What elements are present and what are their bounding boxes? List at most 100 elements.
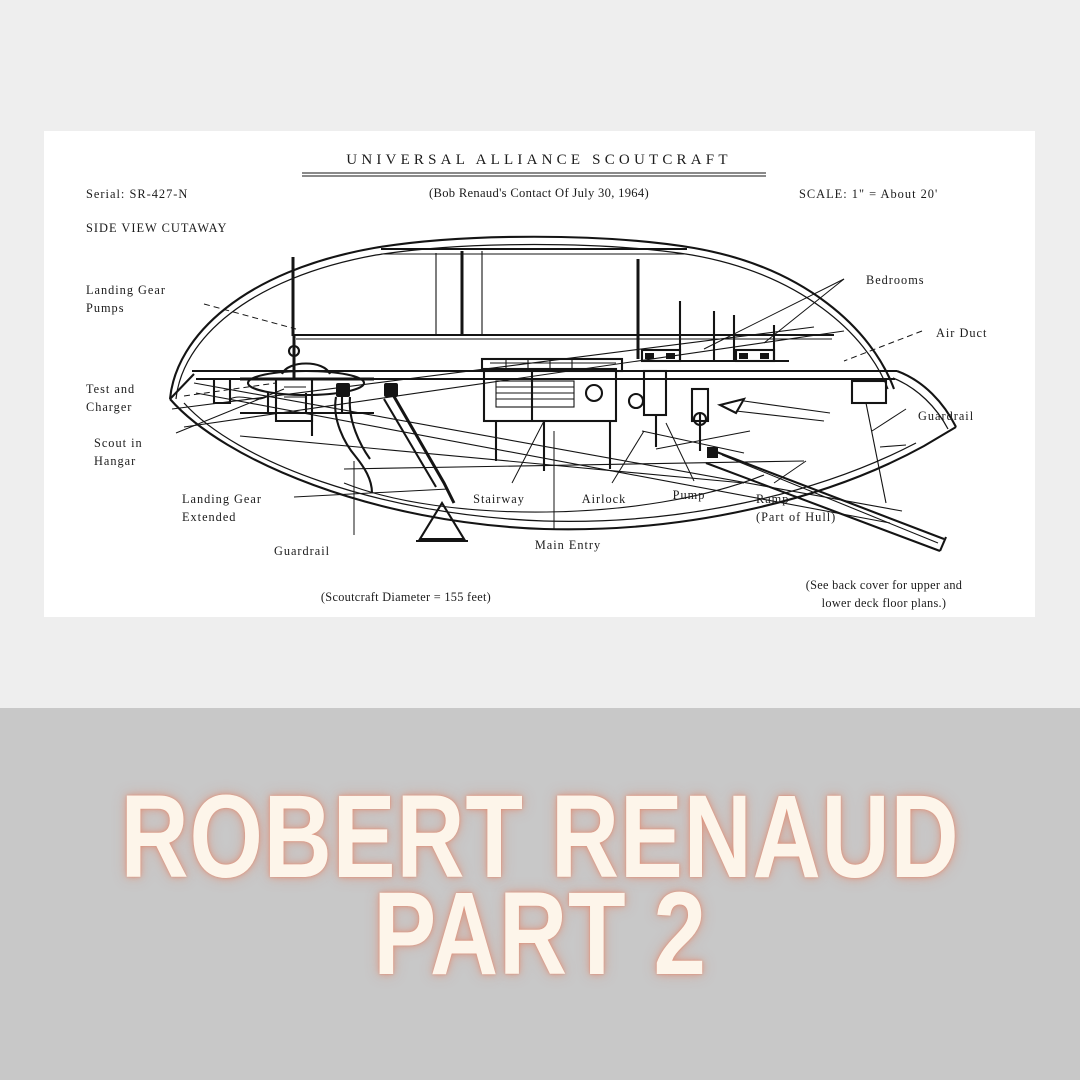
label-pump: Pump: [673, 488, 706, 502]
leader-landing-gear-extended: [293, 488, 449, 498]
title-line-2: PART 2: [373, 867, 707, 1000]
pump-body: [642, 369, 668, 417]
bed-1: [640, 348, 682, 363]
gear-strut-outer: [390, 392, 456, 504]
bed-2-pillow: [739, 353, 748, 359]
lower-background-band: [0, 708, 1080, 1080]
label-air-duct: Air Duct: [936, 326, 987, 340]
airlock-cap: [480, 357, 624, 373]
leader-test-charger: [183, 382, 277, 397]
perspective-line-a: [193, 382, 903, 512]
diagram-scale: SCALE: 1" = About 20': [799, 187, 938, 201]
label-main-entry: Main Entry: [535, 538, 601, 552]
label-landing-gear-extended-line1: Landing Gear: [182, 492, 262, 506]
label-landing-gear-extended-line2: Extended: [182, 510, 236, 524]
leader-guardrail-right: [871, 408, 907, 432]
gear-linkage-b: [348, 396, 371, 460]
guardrail-post-right: [865, 402, 887, 504]
label-airlock: Airlock: [582, 492, 627, 506]
leader-air-duct: [843, 330, 923, 362]
dome-inner-contour: [175, 243, 889, 400]
main-entry-airlock: [480, 357, 645, 471]
leader-lines: [175, 278, 923, 535]
title-line-1: ROBERT RENAUD: [120, 771, 960, 903]
label-landing-gear-pumps-line2: Pumps: [86, 301, 125, 315]
hull-bottom-arc-detail: [343, 474, 765, 513]
leader-bedrooms-b: [703, 278, 845, 350]
ramp-assembly: [705, 447, 947, 552]
label-test-and-charger-line2: Charger: [86, 400, 132, 414]
leader-scout-hangar: [175, 388, 285, 434]
bed-2-pillow-b: [760, 353, 769, 359]
test-and-charger-unit: [212, 379, 232, 405]
charger-conduit: [229, 396, 267, 400]
label-guardrail-bottom: Guardrail: [274, 544, 330, 558]
landing-gear-pump-assembly: [274, 336, 398, 494]
guardrail-rail-a: [735, 410, 825, 422]
leader-airlock: [611, 430, 645, 484]
guardrail-bracket: [716, 397, 747, 415]
lower-hull-inner: [183, 402, 917, 522]
perspective-line-d: [183, 330, 845, 428]
gear-foot-pad: [418, 500, 466, 541]
air-duct-box: [850, 379, 888, 405]
scoutcraft-diagram-panel: UNIVERSAL ALLIANCE SCOUTCRAFT (Bob Renau…: [44, 131, 1035, 617]
label-landing-gear-pumps-line1: Landing Gear: [86, 283, 166, 297]
label-scout-in-hangar-line1: Scout in: [94, 436, 143, 450]
bed-1-pillow: [645, 353, 654, 359]
title-card: ROBERT RENAUD PART 2: [0, 771, 1080, 1000]
label-test-and-charger-line1: Test and: [86, 382, 135, 396]
label-bedrooms: Bedrooms: [866, 273, 925, 287]
dome-outer-contour: [168, 235, 895, 400]
scout-saucer-dome: [281, 362, 331, 375]
diagram-title: UNIVERSAL ALLIANCE SCOUTCRAFT: [346, 152, 731, 168]
label-stairway: Stairway: [473, 492, 525, 506]
leader-pump: [665, 422, 695, 482]
label-guardrail-right: Guardrail: [918, 409, 974, 423]
label-scout-in-hangar-line2: Hangar: [94, 454, 136, 468]
diagram-view-mode: SIDE VIEW CUTAWAY: [86, 221, 227, 235]
gear-linkage-a: [334, 396, 374, 494]
gear-joint-1: [336, 383, 350, 397]
bed-2: [734, 348, 776, 363]
pump-housing: [274, 379, 314, 423]
craft-drawing: [168, 235, 957, 552]
lower-deck-floor-line-2: [343, 460, 805, 470]
rim-right-edge-2: [892, 377, 949, 430]
ramp-lower-edge: [705, 462, 941, 552]
stairway-shaft: [495, 380, 575, 408]
ramp-hinge: [707, 447, 718, 458]
callout-labels: Landing Gear Pumps Test and Charger Scou…: [86, 273, 987, 558]
label-ramp-line2: (Part of Hull): [756, 510, 836, 524]
leader-bedrooms-a: [763, 278, 845, 344]
guardrail-rail-b: [743, 400, 831, 414]
pump-duct-b: [655, 430, 751, 450]
ramp-upper-edge: [713, 450, 945, 540]
leader-ramp: [773, 460, 807, 484]
guardrails: [692, 397, 907, 504]
pump-valve: [287, 344, 301, 358]
bedroom-compartments: [640, 301, 789, 363]
airlock-port-1: [584, 383, 604, 403]
airlock-port-2: [627, 392, 645, 410]
footnote-diameter: (Scoutcraft Diameter = 155 feet): [321, 590, 491, 604]
leader-stairway: [511, 420, 545, 484]
leader-landing-gear-pumps: [203, 303, 297, 330]
diagram-serial: Serial: SR-427-N: [86, 187, 188, 201]
gear-joint-2: [384, 383, 398, 397]
lower-hull-outer: [169, 398, 957, 531]
scout-saucer-in-hangar: [240, 362, 374, 436]
gear-strut-inner: [383, 398, 437, 488]
guardrail-ring: [692, 411, 708, 427]
rim-right-edge: [896, 370, 957, 428]
footnote-back-cover-line2: lower deck floor plans.): [822, 596, 947, 610]
landing-gear-extended: [383, 392, 468, 543]
footnote-back-cover-line1: (See back cover for upper and: [806, 578, 963, 592]
diagram-subtitle: (Bob Renaud's Contact Of July 30, 1964): [429, 186, 649, 200]
label-ramp-line1: Ramp: [756, 492, 789, 506]
lower-deck-floor-line: [239, 435, 745, 484]
guardrail-cross-right: [879, 444, 907, 448]
ramp-tip: [939, 536, 947, 552]
nose-left-tip: [169, 373, 195, 400]
